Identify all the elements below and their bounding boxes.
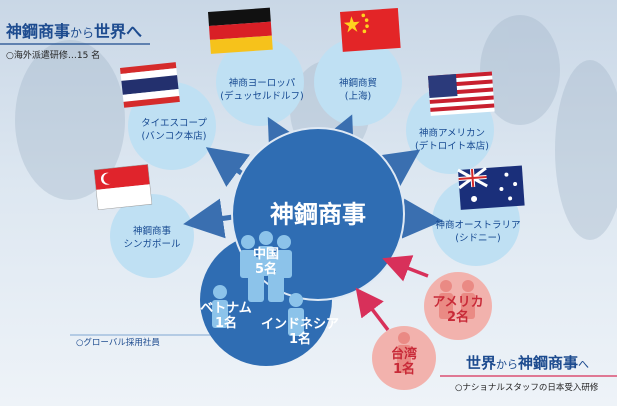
office-location: (デュッセルドルフ) bbox=[220, 91, 304, 102]
flag-china-icon bbox=[340, 7, 401, 52]
office-location: (バンコク本店) bbox=[141, 131, 207, 142]
flag-thailand-icon bbox=[119, 62, 180, 108]
staff-count: 5名 bbox=[254, 262, 278, 277]
header-bottom-title-c: 神鋼商事 bbox=[518, 354, 579, 372]
office-name: 神鋼商貿 bbox=[338, 78, 378, 89]
flag-germany-icon bbox=[208, 7, 273, 54]
office-label-thailand: タイエスコープ (バンコク本店) bbox=[141, 117, 207, 143]
global-staff-label: ○グローバル採用社員 bbox=[76, 338, 160, 348]
staff-country: アメリカ bbox=[432, 295, 484, 310]
header-bottom-subtitle: ○ナショナルスタッフの日本受入研修 bbox=[455, 383, 599, 393]
office-name: 神商アメリカン bbox=[418, 128, 486, 139]
header-top-title: 神鋼商事から世界へ bbox=[6, 18, 142, 42]
header-bottom-title-a: 世界 bbox=[466, 354, 497, 372]
red-people-icons bbox=[397, 280, 475, 373]
hub-label: 神鋼商事 bbox=[270, 200, 366, 229]
office-location: シンガポール bbox=[123, 239, 181, 250]
header-bottom-title-d: へ bbox=[578, 358, 590, 371]
header-top-title-b: から bbox=[70, 26, 95, 40]
office-location: (上海) bbox=[344, 91, 372, 102]
staff-country: インドネシア bbox=[260, 317, 340, 332]
office-label-usa: 神商アメリカン (デトロイト本店) bbox=[415, 127, 489, 153]
staff-country: ベトナム bbox=[200, 301, 252, 316]
bubble-germany bbox=[216, 38, 304, 126]
staff-country: 台湾 bbox=[390, 347, 418, 362]
flag-singapore-icon bbox=[93, 164, 153, 211]
bubble-china bbox=[314, 38, 402, 126]
staff-china: 中国 5名 bbox=[253, 247, 279, 277]
staff-count: 2名 bbox=[446, 310, 470, 325]
staff-count: 1名 bbox=[392, 362, 416, 377]
inward-arrows bbox=[355, 255, 429, 332]
office-name: タイエスコープ bbox=[141, 118, 207, 129]
bubble-singapore bbox=[110, 194, 194, 278]
office-name: 神商ヨーロッパ bbox=[228, 78, 296, 89]
header-bottom-title: 世界から神鋼商事へ bbox=[466, 352, 589, 373]
hub-circle bbox=[231, 127, 405, 301]
header-top-subtitle: ○海外派遣研修…15 名 bbox=[6, 51, 101, 61]
flag-australia-icon bbox=[457, 165, 525, 210]
staff-taiwan: 台湾 1名 bbox=[391, 347, 417, 377]
office-location: (デトロイト本店) bbox=[415, 141, 489, 152]
staff-america: アメリカ 2名 bbox=[432, 295, 483, 325]
header-bottom-title-b: から bbox=[496, 358, 519, 371]
staff-indonesia: インドネシア 1名 bbox=[261, 317, 339, 347]
office-name: 神商オーストラリア bbox=[435, 220, 521, 231]
office-name: 神鋼商事 bbox=[132, 226, 172, 237]
staff-vietnam: ベトナム 1名 bbox=[200, 301, 252, 331]
staff-count: 1名 bbox=[288, 332, 312, 347]
office-label-china: 神鋼商貿 (上海) bbox=[339, 77, 377, 103]
staff-count: 1名 bbox=[214, 316, 238, 331]
header-top-title-c: 世界へ bbox=[94, 22, 143, 41]
staff-country: 中国 bbox=[252, 247, 280, 262]
flag-usa-icon bbox=[428, 71, 495, 116]
header-top-title-a: 神鋼商事 bbox=[6, 22, 71, 41]
office-location: (シドニー) bbox=[455, 233, 501, 244]
office-label-singapore: 神鋼商事 シンガポール bbox=[123, 225, 180, 251]
global-people-icons bbox=[212, 231, 304, 336]
office-label-germany: 神商ヨーロッパ (デュッセルドルフ) bbox=[220, 77, 303, 103]
office-label-australia: 神商オーストラリア (シドニー) bbox=[435, 219, 520, 245]
